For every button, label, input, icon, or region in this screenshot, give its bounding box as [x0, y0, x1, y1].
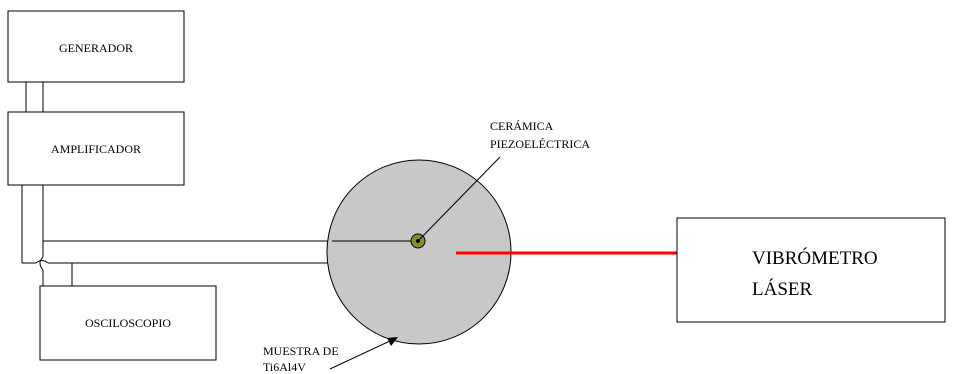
generator-label: GENERADOR [59, 41, 133, 55]
vibrometer-label-line2: LÁSER [752, 278, 813, 300]
ceramic-leader-line [417, 156, 501, 242]
ceramic-label-line1: CERÁMICA [490, 119, 554, 133]
ceramic-label-line2: PIEZOELÉCTRICA [490, 137, 590, 151]
generator-amplifier-cable [25, 82, 44, 112]
oscilloscope-label: OSCILOSCOPIO [85, 316, 171, 330]
amplifier-sample-cable [21, 185, 332, 264]
vibrometer-box: VIBRÓMETRO LÁSER [676, 217, 946, 323]
sample-pointer-arrow [329, 337, 398, 370]
sample-label-line2: Ti6Al4V [263, 360, 306, 374]
generator-box: GENERADOR [7, 10, 185, 83]
oscilloscope-box: OSCILOSCOPIO [39, 285, 217, 361]
vibrometer-label-line1: VIBRÓMETRO [752, 247, 878, 269]
sample-label-line1: MUESTRA DE [263, 344, 339, 358]
oscilloscope-cable [39, 241, 73, 286]
amplifier-box: AMPLIFICADOR [7, 111, 185, 186]
amplifier-label: AMPLIFICADOR [51, 142, 141, 156]
